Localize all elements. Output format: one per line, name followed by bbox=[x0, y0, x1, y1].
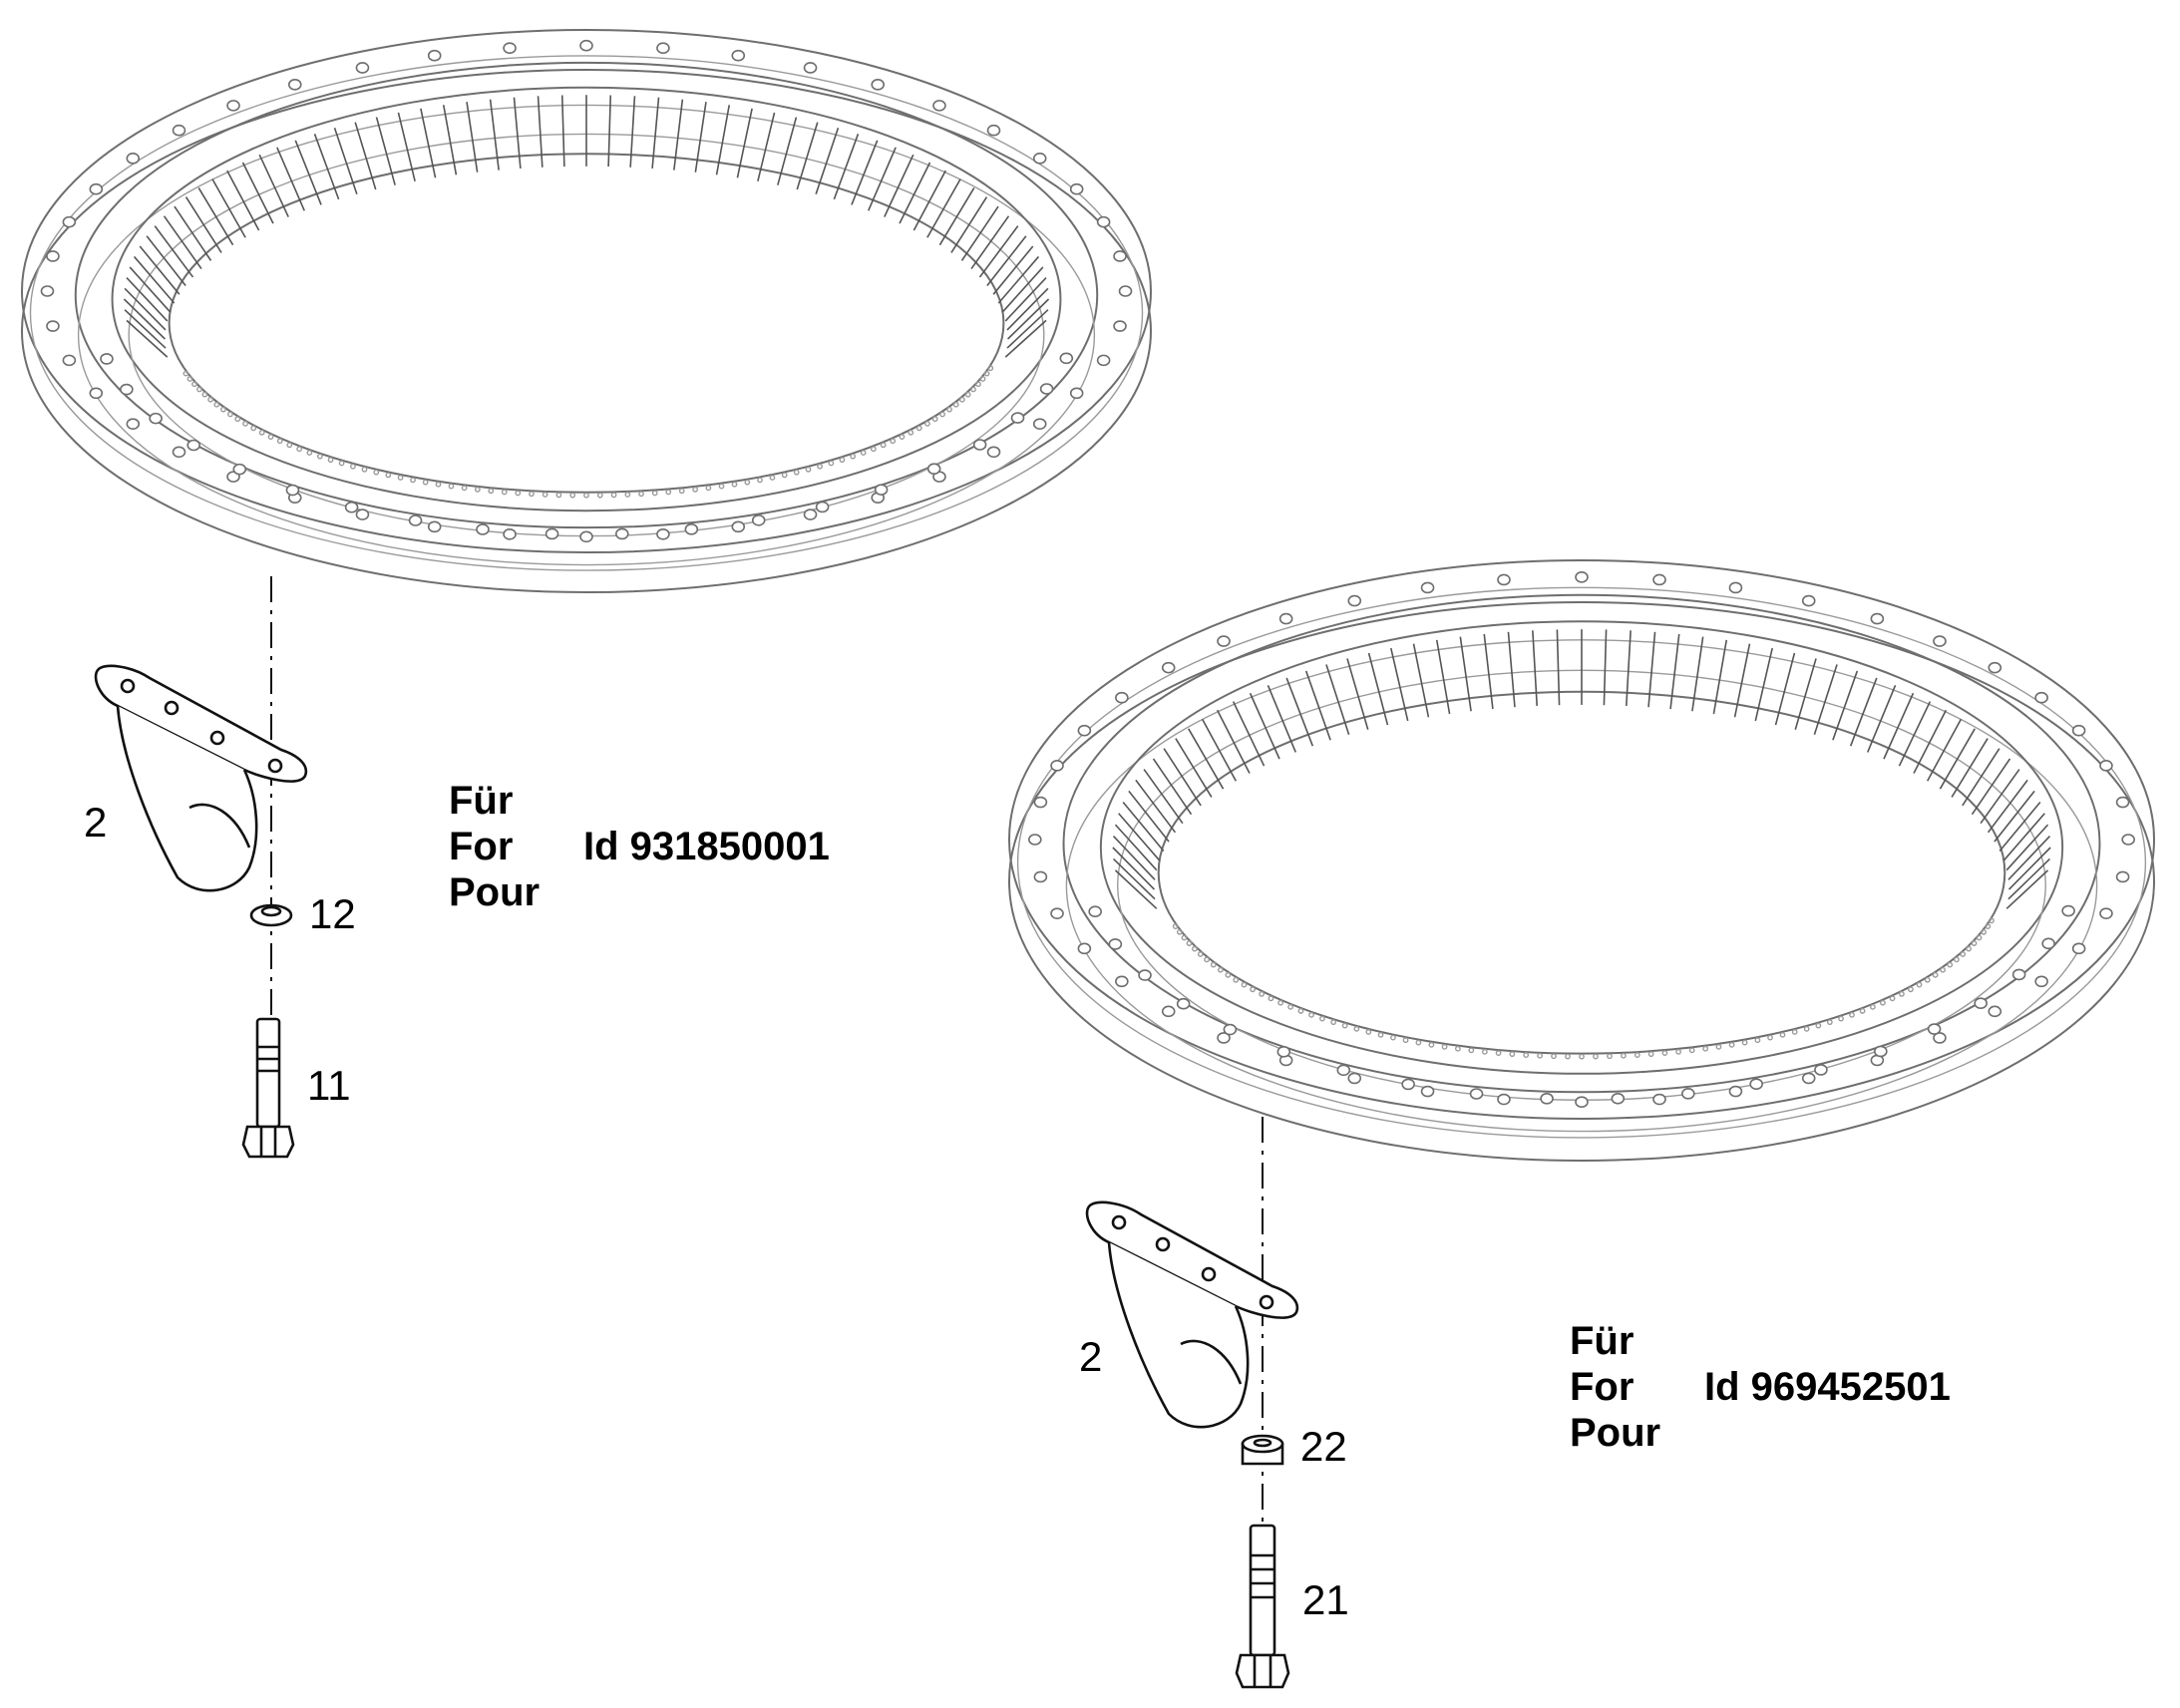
note-label-fr: Pour bbox=[1570, 1411, 1661, 1455]
slewing-ring-2 bbox=[1008, 559, 2155, 1162]
callout-bolt-1: 11 bbox=[307, 1062, 351, 1109]
mounting-assembly-1 bbox=[94, 576, 308, 1159]
callout-nut-2: 22 bbox=[1300, 1423, 1347, 1470]
callout-washer-1: 12 bbox=[309, 890, 356, 937]
callout-bolt-2: 21 bbox=[1302, 1576, 1349, 1623]
note-label-en: For bbox=[1570, 1365, 1635, 1409]
slewing-ring-1 bbox=[21, 29, 1152, 593]
note-label-en: For bbox=[449, 825, 514, 868]
bolt-11 bbox=[241, 1017, 295, 1159]
washer-12 bbox=[249, 903, 293, 927]
part-id-label: Id 931850001 bbox=[583, 825, 830, 868]
part-id-label: Id 969452501 bbox=[1704, 1365, 1951, 1409]
variant-note-1: Für For Id 931850001 Pour bbox=[449, 778, 830, 915]
mounting-assembly-2 bbox=[1085, 1117, 1299, 1689]
note-label-fr: Pour bbox=[449, 870, 541, 914]
note-label-de: Für bbox=[449, 779, 514, 823]
bracket-2 bbox=[1085, 1200, 1299, 1429]
nut-22 bbox=[1241, 1434, 1284, 1466]
bolt-21 bbox=[1235, 1524, 1290, 1689]
callout-bracket-1: 2 bbox=[84, 799, 108, 846]
note-label-de: Für bbox=[1570, 1319, 1635, 1363]
variant-note-2: Für For Id 969452501 Pour bbox=[1570, 1318, 1951, 1456]
bracket-1 bbox=[94, 664, 308, 892]
callout-bracket-2: 2 bbox=[1079, 1333, 1103, 1380]
